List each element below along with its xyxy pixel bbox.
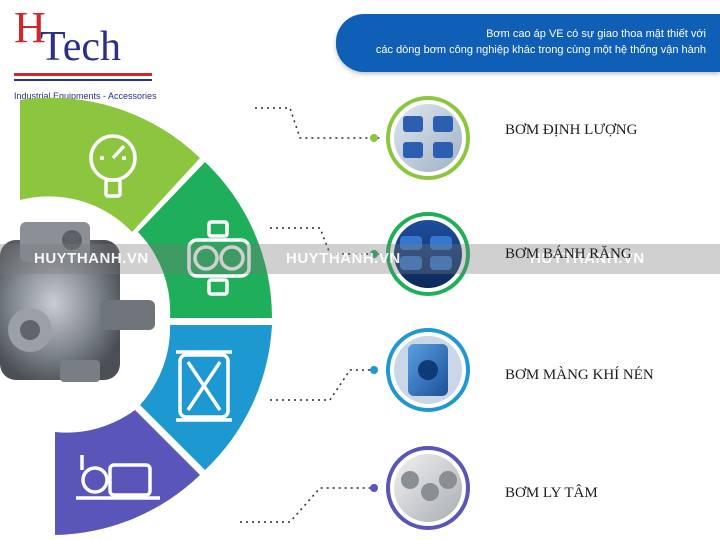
connector-1 <box>255 107 380 139</box>
header-banner: Bơm cao áp VE có sự giao thoa mật thiết … <box>336 14 720 72</box>
segment-4 <box>55 410 200 535</box>
watermark-text: HUYTHANH.VN <box>286 250 401 267</box>
banner-line-2: các dòng bơm công nghiệp khác trong cùng… <box>375 44 706 56</box>
segment-3 <box>140 325 272 470</box>
thumbnail-centrifugal-pump <box>386 446 470 530</box>
logo-blue-rule <box>14 79 152 81</box>
logo-red-rule <box>14 73 152 76</box>
gear-pump-icon <box>187 220 251 296</box>
logo-tagline: Industrial Equipments - Accessories <box>14 91 157 101</box>
connector-dot-1 <box>370 134 378 142</box>
pressure-gauge-icon <box>89 134 137 198</box>
connector-dot-4 <box>370 484 378 492</box>
watermark-band <box>0 244 720 274</box>
segment-1 <box>20 97 200 232</box>
category-label-centrifugal: BƠM LY TÂM <box>505 485 598 501</box>
watermark-text: HUYTHANH.VN <box>530 250 645 267</box>
watermark-text: HUYTHANH.VN <box>34 250 149 267</box>
banner-text: Bơm cao áp VE có sự giao thoa mật thiết … <box>346 26 706 58</box>
diaphragm-pump-icon <box>176 350 232 422</box>
banner-line-1: Bơm cao áp VE có sự giao thoa mật thiết … <box>486 28 706 40</box>
injection-pump-illustration <box>0 222 155 382</box>
connector-dot-3 <box>370 366 378 374</box>
category-label-gear: BƠM BÁNH RĂNG <box>505 246 632 262</box>
logo-letter-h: H <box>14 3 46 52</box>
logo-wordmark: Tech <box>40 24 122 70</box>
thumbnail-diaphragm-pump <box>386 328 470 412</box>
connector-3 <box>270 369 380 401</box>
connector-2 <box>270 227 380 255</box>
connector-4 <box>240 487 380 523</box>
category-label-metering: BƠM ĐỊNH LƯỢNG <box>505 122 638 138</box>
thumbnail-gear-pump <box>386 212 470 296</box>
thumbnail-metering-pump <box>386 96 470 180</box>
centrifugal-pump-icon <box>76 455 160 500</box>
connector-dot-2 <box>370 250 378 258</box>
category-label-diaphragm: BƠM MÀNG KHÍ NÉN <box>505 367 654 383</box>
